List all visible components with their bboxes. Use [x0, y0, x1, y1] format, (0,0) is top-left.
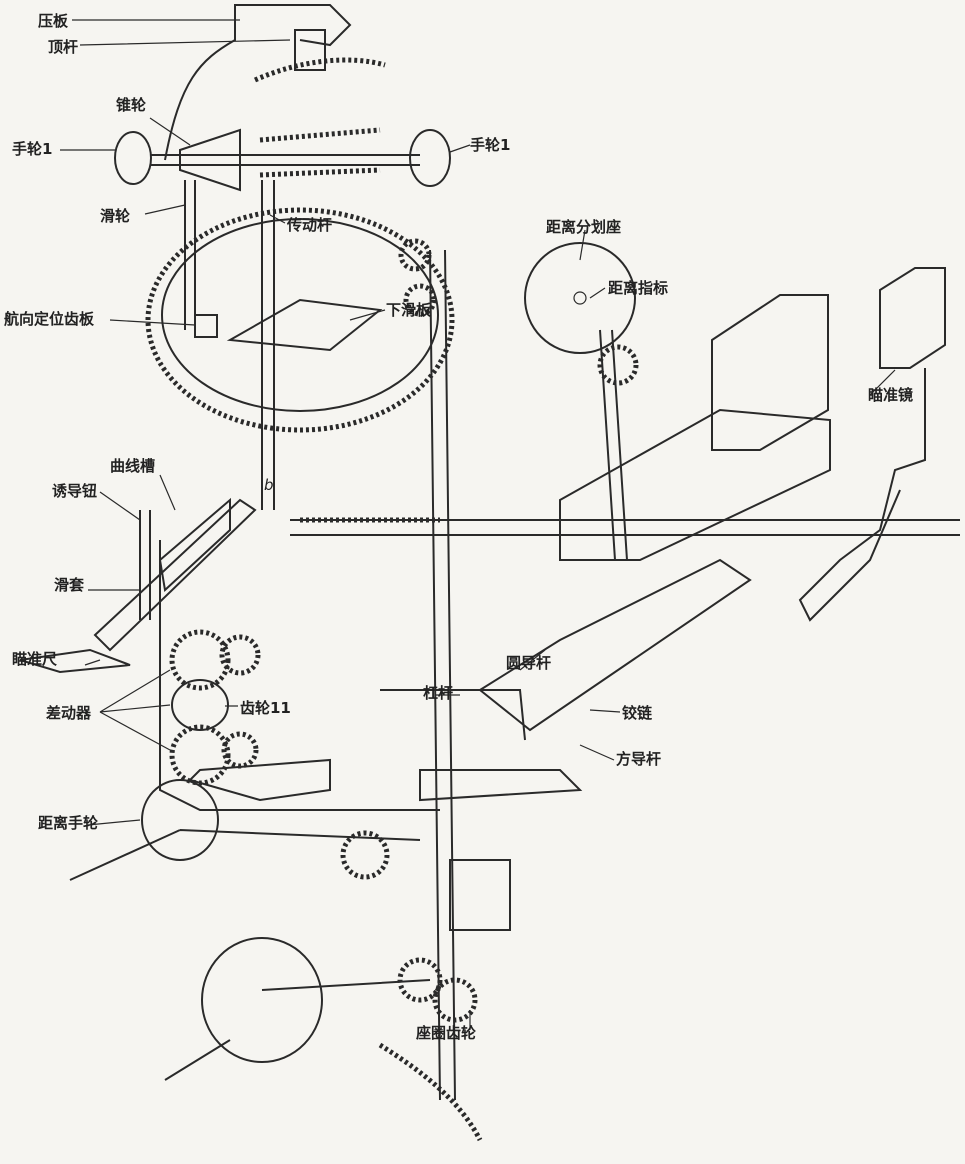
bottom-handwheel — [201, 937, 323, 1063]
label-pulley: 滑轮 — [100, 207, 131, 225]
curve-slot-plate — [158, 497, 231, 592]
gear-11-top — [219, 634, 261, 676]
sight-arm — [798, 368, 926, 622]
cylinder — [449, 859, 511, 931]
label-distance-index: 距离指标 — [608, 279, 669, 297]
label-distance-handwheel: 距离手轮 — [38, 814, 99, 832]
label-curve-slot: 曲线槽 — [110, 457, 156, 475]
heading-gear-ring — [145, 207, 455, 433]
label-transmission-rod: 传动杆 — [287, 216, 333, 234]
label-lower-slide-plate: 下滑板 — [386, 301, 432, 319]
lower-rail — [419, 769, 583, 802]
label-round-guide-rod: 圆导杆 — [506, 654, 552, 672]
handwheel-shaft — [150, 154, 420, 166]
label-differential: 差动器 — [46, 704, 92, 722]
bottom-handwheel-shaft — [164, 979, 431, 1081]
label-gear-11: 齿轮11 — [240, 699, 291, 717]
label-cone-wheel: 锥轮 — [116, 96, 147, 114]
long-vertical-shaft — [429, 249, 456, 1101]
bottom-plate — [188, 758, 331, 802]
dial-gear — [597, 344, 639, 386]
distance-dial — [524, 242, 636, 354]
ejector-rod-shape — [294, 29, 326, 71]
sight-box — [879, 267, 946, 369]
aiming-ruler-bar — [93, 498, 257, 652]
bottom-gear — [397, 957, 443, 1003]
label-sight: 瞄准镜 — [868, 386, 914, 404]
heading-ring-inner — [161, 218, 439, 412]
top-rack — [253, 57, 386, 83]
horizontal-rail — [290, 519, 960, 536]
bottom-gear-2 — [432, 977, 478, 1023]
aiming-ruler-tip — [19, 648, 131, 674]
worm-gear — [340, 830, 390, 880]
guide-knob-rod — [139, 510, 151, 620]
label-point-b: b — [264, 476, 274, 494]
top-gears — [259, 127, 381, 178]
gear-upper — [398, 238, 432, 272]
seat-ring-gear-shape — [378, 1042, 483, 1142]
label-ejector-rod: 顶杆 — [48, 38, 79, 56]
differential-lower-gear — [169, 724, 231, 786]
label-distance-scale-seat: 距离分划座 — [546, 218, 622, 236]
label-handwheel-1-left: 手轮1 — [12, 140, 53, 158]
heading-rack-block — [194, 314, 218, 338]
label-lever: 杠杆 — [423, 684, 454, 702]
left-frame — [159, 540, 440, 811]
guide-frame — [478, 558, 752, 732]
distance-handwheel-shape — [141, 779, 219, 861]
distance-handwheel-shaft — [69, 829, 421, 881]
column — [261, 420, 275, 510]
calculator-box — [711, 294, 829, 451]
differential-upper-gear — [169, 629, 231, 691]
label-hinge: 铰链 — [622, 704, 653, 722]
label-sliding-sleeve: 滑套 — [54, 576, 85, 594]
handwheel-1-left-shape — [114, 131, 152, 185]
handwheel-1-right-shape — [409, 129, 451, 187]
label-pressure-plate: 压板 — [38, 12, 69, 30]
label-seat-ring-gear: 座圈齿轮 — [416, 1024, 477, 1042]
label-heading-rack: 航向定位齿板 — [4, 310, 95, 328]
label-guide-knob: 诱导钮 — [52, 482, 98, 500]
differential-body — [171, 679, 229, 731]
gear-upper-2 — [403, 283, 437, 317]
dial-center — [573, 291, 587, 305]
pressure-plate-shape — [164, 4, 352, 161]
lever-shape — [380, 689, 526, 741]
dial-shaft — [599, 329, 628, 561]
label-handwheel-1-right: 手轮1 — [470, 136, 511, 154]
label-square-guide-rod: 方导杆 — [616, 750, 662, 768]
upper-slide-frame — [559, 408, 831, 561]
lower-slide-plate-shape — [226, 298, 383, 352]
cone-wheel-shape — [179, 128, 241, 192]
leader-lines — [60, 19, 896, 1030]
label-aiming-ruler: 瞄准尺 — [12, 650, 58, 668]
